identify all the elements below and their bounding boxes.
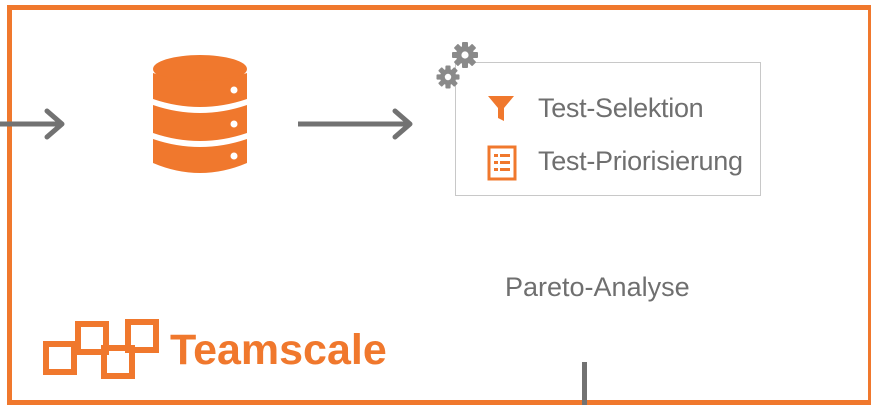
funnel-icon	[488, 96, 514, 121]
checklist-icon	[487, 145, 517, 181]
bottom-connector-line	[582, 362, 587, 405]
flow-arrow	[298, 108, 413, 140]
teamscale-logo-icon	[43, 319, 159, 379]
gears-icon	[436, 42, 478, 89]
test-prioritization-label: Test-Priorisierung	[538, 146, 743, 176]
database-icon	[153, 55, 247, 173]
incoming-arrow	[0, 108, 65, 140]
pareto-analysis-caption: Pareto-Analyse	[505, 272, 690, 302]
test-selection-label: Test-Selektion	[538, 93, 704, 123]
test-analysis-panel	[455, 62, 761, 196]
diagram-frame	[7, 5, 871, 405]
teamscale-brand-name: Teamscale	[170, 326, 387, 374]
